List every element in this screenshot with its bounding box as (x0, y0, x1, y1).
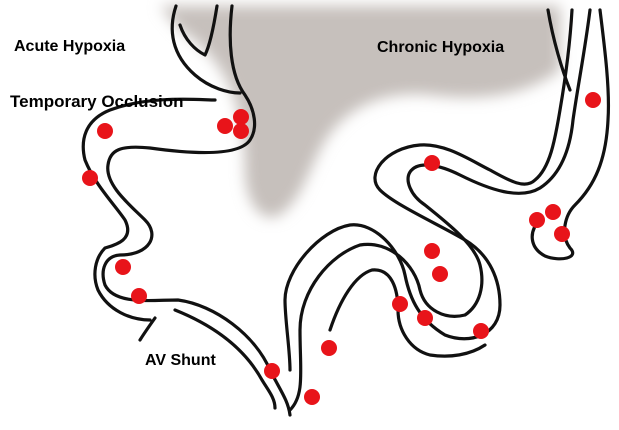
tissue-shadow (160, 6, 560, 217)
acute-hypoxia-label: Acute Hypoxia (14, 39, 125, 55)
temporary-occlusion-label: Temporary Occlusion (10, 93, 184, 110)
red-blood-cell (432, 266, 448, 282)
red-blood-cell (233, 109, 249, 125)
red-blood-cell (304, 389, 320, 405)
red-blood-cell (545, 204, 561, 220)
chronic-hypoxia-label: Chronic Hypoxia (377, 40, 504, 56)
red-blood-cell (417, 310, 433, 326)
red-blood-cell (424, 243, 440, 259)
red-blood-cell (97, 123, 113, 139)
red-blood-cell (585, 92, 601, 108)
av-shunt-label: AV Shunt (145, 353, 216, 369)
red-blood-cell (473, 323, 489, 339)
red-blood-cell (321, 340, 337, 356)
red-blood-cell (217, 118, 233, 134)
red-blood-cell (392, 296, 408, 312)
red-blood-cell (233, 123, 249, 139)
red-blood-cell (424, 155, 440, 171)
red-blood-cell (115, 259, 131, 275)
red-blood-cell (131, 288, 147, 304)
red-blood-cell (529, 212, 545, 228)
red-blood-cell (264, 363, 280, 379)
red-blood-cell (554, 226, 570, 242)
red-blood-cell (82, 170, 98, 186)
